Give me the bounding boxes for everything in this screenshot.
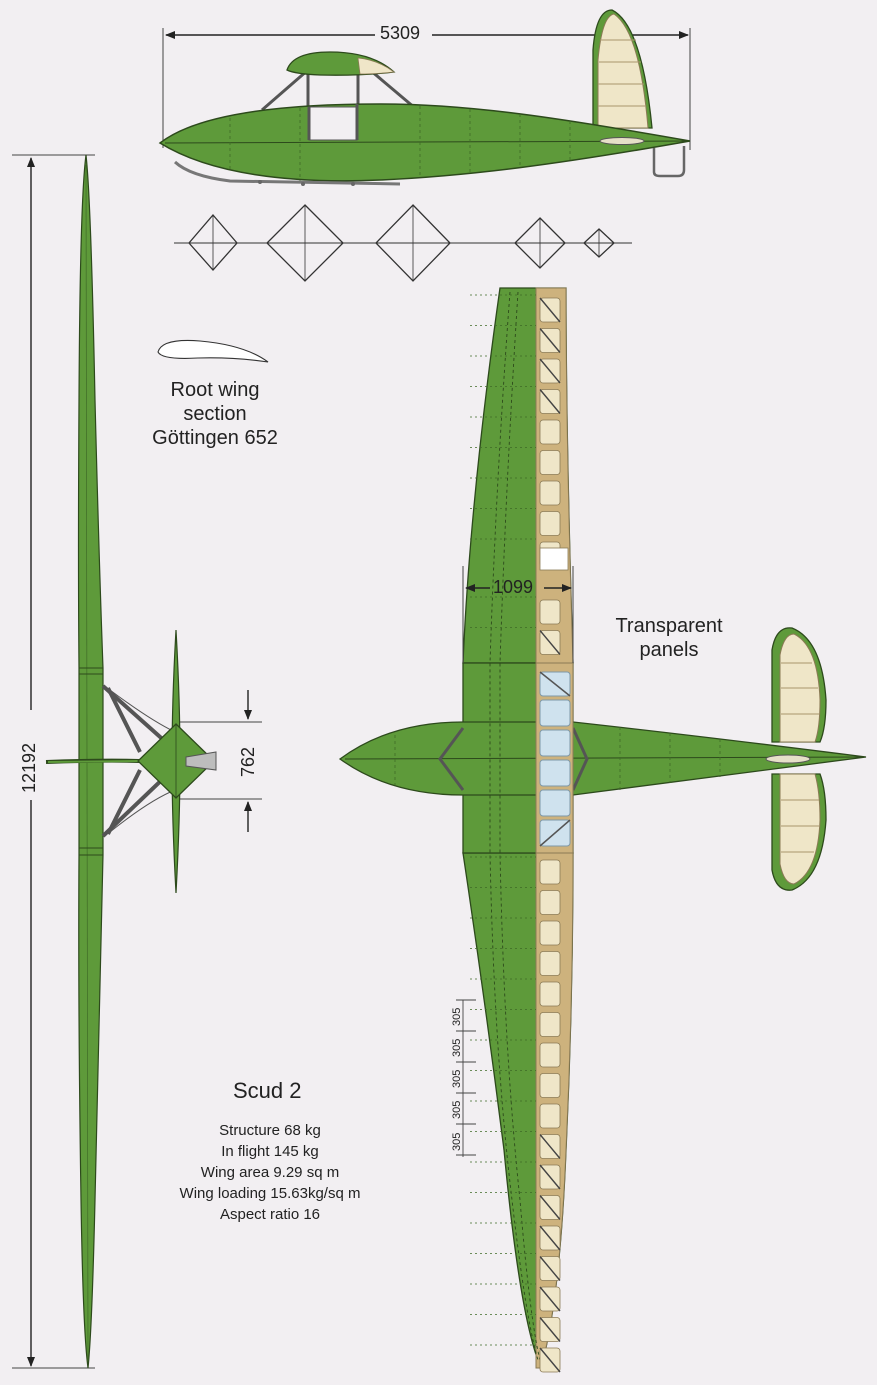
spec-line: Wing area 9.29 sq m xyxy=(200,1164,340,1181)
bracing-diagonal xyxy=(539,1225,561,1251)
wing-rib-lines xyxy=(470,294,536,1346)
length-dimension-label: 5309 xyxy=(380,23,421,43)
airfoil-caption-line: section xyxy=(183,403,247,425)
fuselage-cross-sections xyxy=(174,204,632,282)
wing-spars xyxy=(489,291,541,1361)
fabric-bay xyxy=(539,450,561,475)
segment-label-5: 305 xyxy=(451,1132,463,1151)
fabric-bay xyxy=(539,511,561,536)
cockpit-opening xyxy=(308,106,358,141)
spec-line: Wing loading 15.63kg/sq m xyxy=(179,1185,361,1202)
fabric-bay xyxy=(539,1042,561,1068)
transparent-panels xyxy=(539,671,571,847)
front-view xyxy=(12,154,262,1369)
rudder-ribs xyxy=(598,39,646,107)
bracing-diagonal xyxy=(539,1347,561,1373)
bracing-diagonal xyxy=(539,328,561,353)
spec-line: Structure 68 kg xyxy=(219,1122,321,1139)
bracing-diagonal xyxy=(539,389,561,414)
fabric-bay xyxy=(539,981,561,1007)
bracing-diagonal xyxy=(539,1286,561,1312)
fabric-bay xyxy=(539,951,561,976)
fabric-bay xyxy=(539,419,561,445)
transparent-panels-caption: Transparent panels xyxy=(594,614,744,662)
fabric-bay xyxy=(539,859,561,885)
transparent-caption-line: panels xyxy=(639,639,699,661)
aircraft-name: Scud 2 xyxy=(233,1078,302,1103)
tailplane-side xyxy=(599,137,645,145)
bracing-diagonal xyxy=(539,358,561,384)
span-dimension-label: 12192 xyxy=(19,742,39,793)
specifications-block: Structure 68 kg In flight 145 kg Wing ar… xyxy=(140,1120,400,1225)
landing-skid xyxy=(173,160,401,186)
spec-line: Aspect ratio 16 xyxy=(219,1206,321,1223)
bracing-diagonal xyxy=(539,1164,561,1190)
tail-skid xyxy=(652,146,686,178)
airfoil-caption-line: Root wing xyxy=(170,379,260,401)
side-view xyxy=(158,9,691,282)
segment-label-2: 305 xyxy=(451,1038,463,1057)
bracing-diagonal xyxy=(539,1134,561,1159)
segment-dimension xyxy=(456,999,476,1157)
bracing-diagonal xyxy=(539,297,561,323)
bracing-diagonal xyxy=(539,630,561,655)
plan-view xyxy=(338,287,867,1373)
fabric-bay xyxy=(539,1012,561,1037)
bracing-diagonal xyxy=(539,1195,561,1220)
transparent-caption-line: Transparent xyxy=(615,615,723,637)
fabric-bay xyxy=(539,1103,561,1129)
rudder-fabric xyxy=(597,13,649,129)
bracing-diagonal xyxy=(539,1256,561,1281)
segment-label-1: 305 xyxy=(451,1007,463,1026)
bracing-diagonal xyxy=(539,1317,561,1342)
fabric-bay xyxy=(539,1073,561,1098)
front-struts xyxy=(101,684,170,838)
fabric-bay xyxy=(539,890,561,915)
airfoil-section xyxy=(157,339,269,363)
fuselage-frames xyxy=(229,106,571,181)
fabric-bay xyxy=(539,920,561,946)
center-chord-dimension-label: 1099 xyxy=(493,577,534,597)
airfoil-caption: Root wing section Göttingen 652 xyxy=(140,378,290,450)
spec-line: In flight 145 kg xyxy=(221,1143,319,1160)
airfoil-caption-line: Göttingen 652 xyxy=(152,427,278,449)
fabric-bay xyxy=(539,599,561,625)
segment-label-3: 305 xyxy=(451,1069,463,1088)
fabric-bay xyxy=(539,480,561,506)
tail-span-dimension-label: 762 xyxy=(238,746,258,777)
segment-label-4: 305 xyxy=(451,1100,463,1119)
